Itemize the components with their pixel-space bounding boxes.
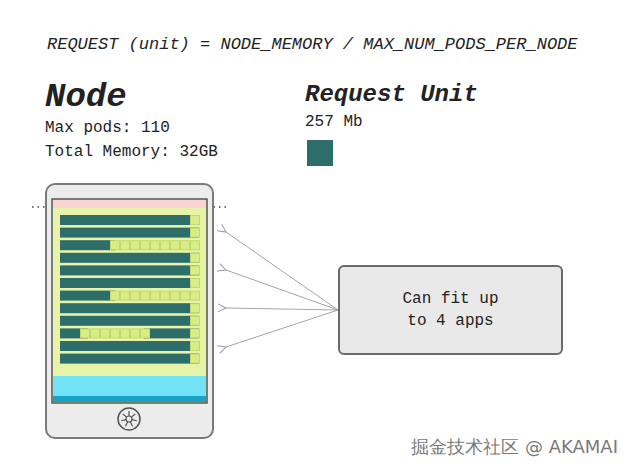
- k8s-logo-spoke: [132, 420, 137, 421]
- pod-row: [60, 303, 199, 313]
- free-cell: [151, 241, 160, 250]
- k8s-logo-spoke: [131, 414, 135, 417]
- free-cell: [111, 291, 120, 300]
- formula-title: REQUEST (unit) = NODE_MEMORY / MAX_NUM_P…: [47, 34, 578, 56]
- free-cell: [161, 241, 170, 250]
- node-spec: Max pods: 110: [45, 116, 218, 140]
- node-spec: Total Memory: 32GB: [45, 140, 218, 164]
- pod-row: [60, 240, 115, 250]
- leader-arrow: [226, 308, 338, 310]
- k8s-logo: [118, 408, 140, 430]
- pod-row-bg: [60, 303, 199, 313]
- leader-arrow: [226, 232, 338, 310]
- free-cell: [191, 304, 200, 313]
- node-heading: Node: [45, 78, 218, 116]
- leader-arrow: [226, 270, 338, 310]
- free-cell: [191, 329, 200, 338]
- free-cell: [191, 316, 200, 325]
- k8s-logo-spoke: [121, 420, 126, 421]
- free-cell: [121, 329, 130, 338]
- free-cell: [161, 291, 170, 300]
- device-screen: [52, 199, 207, 403]
- pod-row: [60, 278, 199, 288]
- pod-row: [60, 228, 199, 238]
- pod-row-bg: [60, 341, 199, 351]
- pod-row-bg: [60, 215, 199, 225]
- pod-row: [60, 265, 199, 275]
- free-cell: [131, 329, 140, 338]
- node-device: NodeMax pods: 110Total Memory: 32GB: [45, 78, 218, 164]
- free-cell: [111, 329, 120, 338]
- pod-row-bg: [60, 291, 199, 301]
- free-cell: [121, 241, 130, 250]
- free-cell: [191, 216, 200, 225]
- free-cell: [191, 253, 200, 262]
- free-cell: [131, 241, 140, 250]
- free-cell: [131, 291, 140, 300]
- free-cell: [191, 266, 200, 275]
- free-cell: [181, 291, 190, 300]
- pod-row: [60, 341, 199, 351]
- system-band: [53, 376, 206, 396]
- callout-box: Can fit up to 4 apps: [338, 265, 563, 355]
- free-cell: [191, 342, 200, 351]
- k8s-logo-spoke: [130, 422, 132, 427]
- unit-heading: Request Unit: [305, 80, 478, 110]
- free-cell: [171, 241, 180, 250]
- free-cell: [141, 241, 150, 250]
- free-cell: [91, 329, 100, 338]
- watermark: 掘金技术社区 @ AKAMAI: [411, 435, 618, 459]
- pod-row: [60, 253, 199, 263]
- device-outline: [46, 184, 213, 438]
- unit-square: [307, 140, 333, 166]
- free-cell: [191, 291, 200, 300]
- free-cell: [191, 228, 200, 237]
- free-cell: [141, 329, 150, 338]
- system-strip: [53, 396, 206, 402]
- free-cell: [191, 279, 200, 288]
- k8s-logo-spoke: [123, 414, 127, 417]
- pod-row: [144, 328, 199, 338]
- reserved-band: [53, 200, 206, 208]
- free-cell: [111, 241, 120, 250]
- k8s-logo-hub: [126, 416, 132, 422]
- pod-row-bg: [60, 253, 199, 263]
- free-cell: [181, 241, 190, 250]
- pod-row: [60, 291, 115, 301]
- leader-arrow: [226, 310, 338, 347]
- k8s-logo-spoke: [126, 422, 128, 427]
- free-cell: [121, 291, 130, 300]
- pod-row-bg: [60, 278, 199, 288]
- unit-size: 257 Mb: [305, 110, 478, 134]
- free-cell: [101, 329, 110, 338]
- callout-text: Can fit up to 4 apps: [391, 288, 511, 332]
- free-cell: [171, 291, 180, 300]
- free-cell: [151, 291, 160, 300]
- free-cell: [81, 329, 90, 338]
- pod-row-bg: [60, 240, 199, 250]
- pod-row-bg: [60, 328, 199, 338]
- free-cell: [191, 354, 200, 363]
- node-illustration: [45, 183, 215, 441]
- pod-row-bg: [60, 316, 199, 326]
- request-unit: Request Unit257 Mb: [305, 80, 478, 166]
- pod-row-bg: [60, 354, 199, 364]
- free-cell: [141, 291, 150, 300]
- pod-row: [60, 316, 199, 326]
- k8s-logo-spoke: [128, 411, 129, 416]
- pod-row: [60, 354, 199, 364]
- free-cell: [191, 241, 200, 250]
- pod-row: [60, 215, 199, 225]
- pod-row-bg: [60, 228, 199, 238]
- pod-row-bg: [60, 265, 199, 275]
